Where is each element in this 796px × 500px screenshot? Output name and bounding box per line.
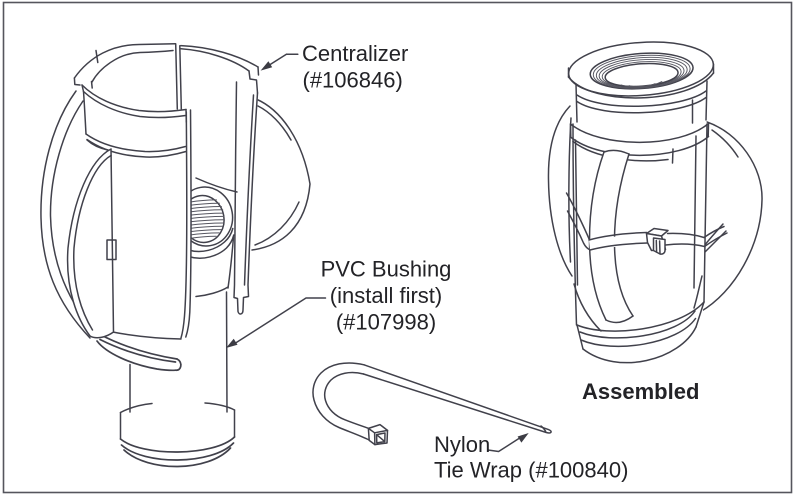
svg-text:Tie Wrap (#100840): Tie Wrap (#100840) [434, 458, 628, 483]
svg-text:Centralizer: Centralizer [302, 41, 408, 66]
svg-text:PVC Bushing: PVC Bushing [321, 257, 452, 282]
svg-text:Assembled: Assembled [582, 379, 699, 404]
svg-text:Nylon: Nylon [434, 432, 490, 457]
svg-text:(#107998): (#107998) [336, 310, 436, 335]
svg-text:(install first): (install first) [330, 283, 442, 308]
svg-text:(#106846): (#106846) [303, 68, 403, 93]
